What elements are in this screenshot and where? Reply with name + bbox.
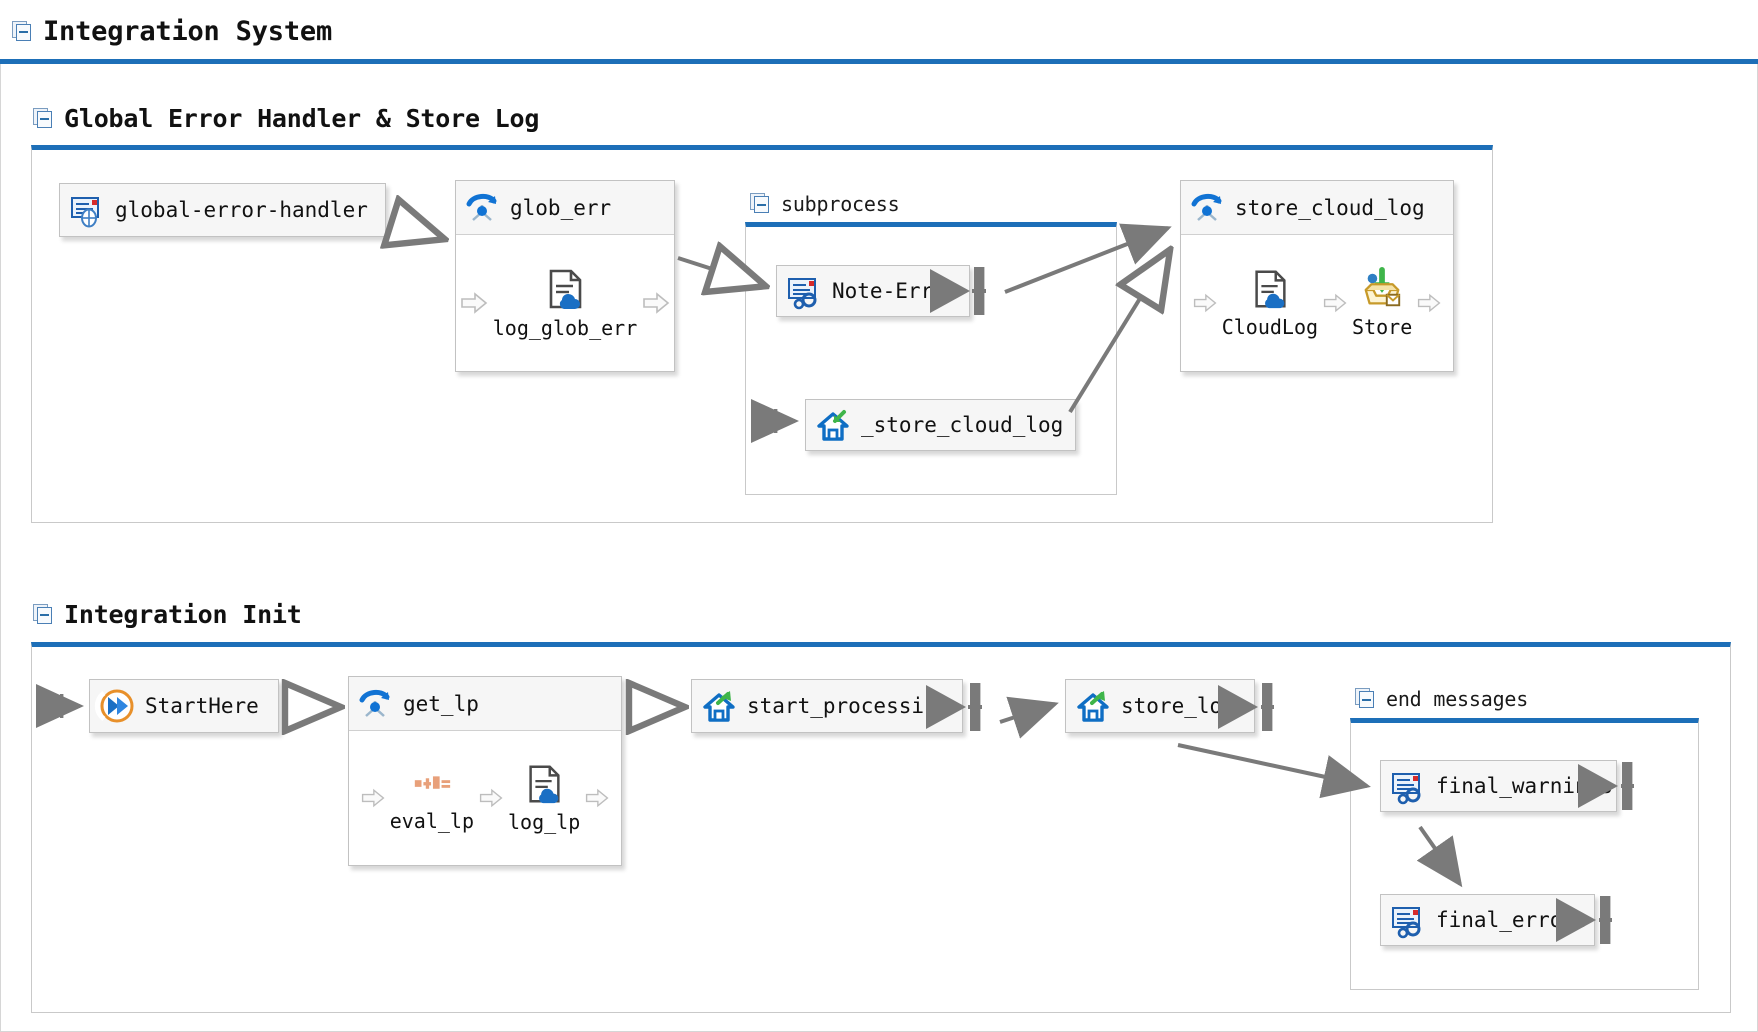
house-in-icon <box>814 406 852 444</box>
node-glob-err-body: log_glob_err <box>456 235 674 371</box>
doc-cloud-icon <box>542 266 588 312</box>
note-gears-icon <box>1389 767 1427 805</box>
doc-cloud-icon <box>522 762 566 806</box>
cell-label: eval_lp <box>389 809 475 833</box>
section-header-global-error-handler: Global Error Handler & Store Log <box>33 104 539 133</box>
doc-cloud-icon <box>1248 267 1292 311</box>
step-arrow-icon <box>584 786 610 810</box>
node-get-lp[interactable]: get_lp eval_lp <box>348 676 622 866</box>
step-arrow-icon <box>641 290 671 316</box>
node-note-error[interactable]: Note-Error <box>776 265 970 317</box>
step-arrow-icon <box>478 786 504 810</box>
formula-icon <box>409 763 455 805</box>
node-global-error-handler[interactable]: global-error-handler <box>59 183 386 237</box>
node-store-cloud-log-body: CloudLog <box>1181 235 1453 371</box>
cell-log-lp[interactable]: log_lp <box>508 762 580 834</box>
subheader-label: subprocess <box>781 192 900 216</box>
node-label: get_lp <box>403 691 479 716</box>
note-gears-icon <box>785 272 823 310</box>
cell-log-glob-err[interactable]: log_glob_err <box>492 266 638 340</box>
node-label: store_log <box>1121 693 1235 718</box>
step-arrow-icon <box>459 290 489 316</box>
subheader-label: end messages <box>1386 687 1529 711</box>
node-label: start_processing <box>747 693 950 718</box>
inbox-tray-icon <box>1359 267 1405 311</box>
step-arrow-icon <box>1322 291 1348 315</box>
section-header-integration-init: Integration Init <box>33 600 302 629</box>
step-arrow-icon <box>1416 291 1442 315</box>
node-final-errors[interactable]: final_errors <box>1380 894 1595 946</box>
cell-label: log_glob_err <box>492 316 638 340</box>
node-label: StartHere <box>145 693 259 718</box>
cell-store[interactable]: Store <box>1352 267 1412 339</box>
section-title-label: Integration Init <box>64 600 302 629</box>
flow-hub-icon <box>1189 190 1225 226</box>
node-label: glob_err <box>510 195 612 220</box>
step-arrow-icon <box>360 786 386 810</box>
cell-label: Store <box>1352 315 1413 339</box>
node-store-cloud-log[interactable]: store_cloud_log CloudLog <box>1180 180 1454 372</box>
node-store-cloud-log-inner[interactable]: _store_cloud_log <box>805 399 1076 451</box>
cell-cloudlog[interactable]: CloudLog <box>1222 267 1318 339</box>
node-label: global-error-handler <box>115 197 368 222</box>
collapse-minus-icon[interactable] <box>1355 688 1377 710</box>
node-start-processing[interactable]: start_processing <box>691 679 963 733</box>
node-store-cloud-log-header[interactable]: store_cloud_log <box>1181 181 1453 235</box>
start-chevrons-icon <box>94 687 136 725</box>
node-get-lp-body: eval_lp log_lp <box>349 731 621 865</box>
node-label: Note-Error <box>832 278 959 303</box>
page-title-label: Integration System <box>43 16 332 47</box>
house-out-icon <box>1074 687 1112 725</box>
node-label: final_errors <box>1436 907 1588 932</box>
house-out-icon <box>700 687 738 725</box>
subheader-subprocess: subprocess <box>750 192 900 216</box>
node-store-log[interactable]: store_log <box>1065 679 1255 733</box>
node-label: store_cloud_log <box>1235 195 1425 220</box>
node-get-lp-header[interactable]: get_lp <box>349 677 621 731</box>
cell-label: CloudLog <box>1221 315 1319 339</box>
collapse-minus-icon[interactable] <box>33 107 55 130</box>
node-final-warnings[interactable]: final_warnings <box>1380 760 1617 812</box>
end-messages-frame <box>1350 718 1699 990</box>
node-label: _store_cloud_log <box>861 412 1064 437</box>
flow-hub-icon <box>464 190 500 226</box>
subheader-end-messages: end messages <box>1355 687 1528 711</box>
collapse-minus-icon[interactable] <box>33 603 55 626</box>
note-bug-icon <box>68 191 106 229</box>
node-label: final_warnings <box>1436 773 1614 798</box>
step-arrow-icon <box>1192 291 1218 315</box>
node-glob-err-header[interactable]: glob_err <box>456 181 674 235</box>
collapse-minus-icon[interactable] <box>12 20 34 43</box>
note-gears-icon <box>1389 901 1427 939</box>
cell-label: log_lp <box>508 810 581 834</box>
flow-hub-icon <box>357 686 393 722</box>
subprocess-frame <box>745 222 1117 495</box>
cell-eval-lp[interactable]: eval_lp <box>390 763 474 833</box>
top-accent-rule <box>0 59 1758 64</box>
node-start-here[interactable]: StartHere <box>89 679 279 733</box>
node-glob-err[interactable]: glob_err log_glob_err <box>455 180 675 372</box>
collapse-minus-icon[interactable] <box>750 193 772 215</box>
page-title: Integration System <box>12 16 332 47</box>
section-title-label: Global Error Handler & Store Log <box>64 104 540 133</box>
